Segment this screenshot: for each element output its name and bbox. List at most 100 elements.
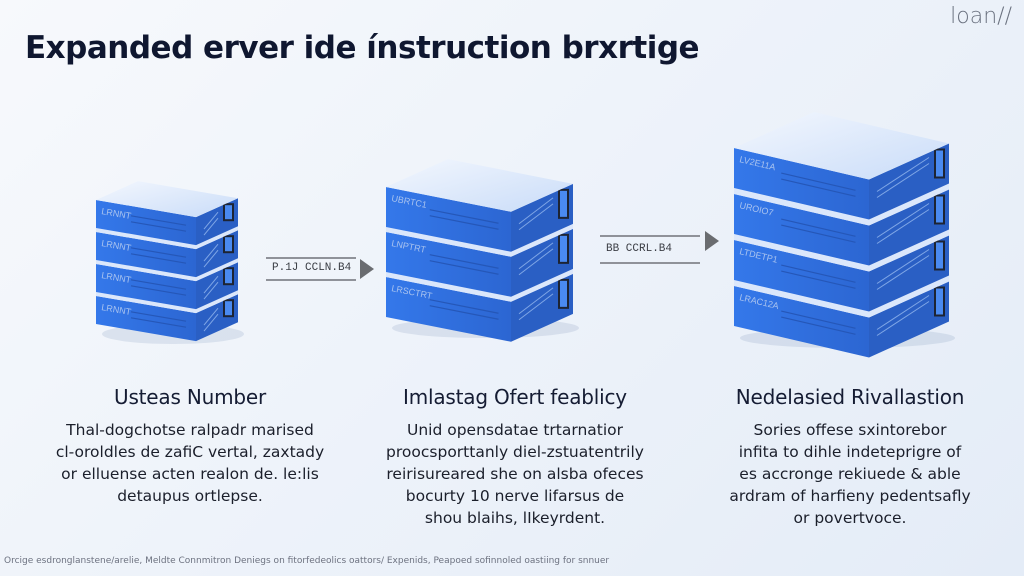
vent-line bbox=[518, 293, 554, 321]
unit-front-face bbox=[96, 232, 196, 278]
front-line bbox=[429, 209, 499, 224]
front-line bbox=[781, 218, 856, 237]
front-line bbox=[130, 317, 187, 328]
front-line bbox=[429, 260, 499, 275]
server-unit: UROIO7 bbox=[734, 183, 949, 266]
body-line: or elluense acten realon de. le:lis bbox=[61, 465, 319, 483]
vent-line bbox=[203, 281, 219, 300]
front-line bbox=[130, 221, 187, 232]
section-heading: Nedelasied Rivallastion bbox=[735, 385, 965, 409]
drive-bay-icon bbox=[934, 148, 945, 179]
connector-1: P.1J CCLN.B4 bbox=[266, 257, 376, 287]
connector-line-bottom bbox=[600, 262, 700, 264]
vent-line bbox=[203, 243, 219, 262]
unit-side-face bbox=[869, 143, 949, 220]
connector-label: BB CCRL.B4 bbox=[606, 243, 673, 255]
drive-bay-icon bbox=[223, 203, 234, 222]
unit-seam bbox=[96, 290, 238, 314]
drive-bay-icon bbox=[558, 278, 569, 309]
body-line: detaupus ortlepse. bbox=[117, 487, 263, 505]
front-line bbox=[429, 299, 499, 314]
drive-bay-icon bbox=[934, 286, 945, 317]
section-middle: Imlastag Ofert feablicy Unid opensdatae … bbox=[335, 385, 695, 529]
server-unit: LV2E11A bbox=[734, 112, 949, 220]
section-body: Sories offese sxintorebor infita to dihl… bbox=[680, 419, 1020, 529]
vent-line bbox=[203, 307, 219, 326]
unit-side-face bbox=[511, 273, 573, 342]
arrow-right-icon bbox=[705, 231, 719, 251]
vent-line bbox=[876, 255, 930, 290]
vent-line bbox=[876, 295, 930, 330]
section-heading: Usteas Number bbox=[114, 385, 266, 409]
vent-line bbox=[876, 249, 930, 284]
body-line: es accronge rekiuede & able bbox=[739, 465, 961, 483]
front-line bbox=[781, 224, 856, 243]
vent-line bbox=[203, 275, 219, 294]
vent-line bbox=[876, 209, 930, 244]
vent-line bbox=[518, 248, 554, 276]
front-line bbox=[781, 316, 856, 335]
drive-bay-icon bbox=[934, 194, 945, 225]
unit-seam bbox=[734, 183, 949, 226]
arrow-right-icon bbox=[360, 259, 374, 279]
vent-line bbox=[203, 249, 219, 268]
body-line: infita to dihle indeteprigre of bbox=[738, 443, 962, 461]
connector-line-top bbox=[266, 257, 356, 259]
server-unit: LTDETP1 bbox=[734, 229, 949, 312]
unit-side-face bbox=[511, 183, 573, 252]
front-line bbox=[429, 305, 499, 320]
server-unit: UBRTC1 bbox=[386, 159, 573, 252]
body-line: or povertvoce. bbox=[793, 509, 907, 527]
front-line bbox=[130, 279, 187, 290]
body-line: ardram of harfieny pedentsafly bbox=[729, 487, 971, 505]
unit-top-face bbox=[734, 112, 949, 180]
body-line: Sories offese sxintorebor bbox=[753, 421, 947, 439]
unit-side-face bbox=[511, 228, 573, 297]
footer-caption: Orcige esdronglanstene/arelie, Meldte Co… bbox=[4, 556, 610, 566]
unit-front-face bbox=[96, 296, 196, 342]
vent-line bbox=[518, 197, 554, 225]
connector-2: BB CCRL.B4 bbox=[600, 231, 730, 265]
front-line bbox=[781, 310, 856, 329]
unit-top-face bbox=[96, 181, 238, 218]
drive-bay-icon bbox=[223, 235, 234, 254]
drive-bay-icon bbox=[223, 299, 234, 318]
drive-bay-icon bbox=[223, 267, 234, 286]
vent-line bbox=[203, 313, 219, 332]
vent-line bbox=[876, 157, 930, 192]
front-line bbox=[781, 264, 856, 283]
unit-seam bbox=[386, 268, 573, 302]
drive-bay-icon bbox=[558, 188, 569, 219]
body-line: cl-oroldles de zafiC vertal, zaxtady bbox=[55, 443, 325, 461]
connector-label: P.1J CCLN.B4 bbox=[272, 262, 352, 274]
front-line bbox=[130, 215, 187, 226]
vent-line bbox=[876, 301, 930, 336]
server-unit: LRNNT bbox=[96, 181, 238, 246]
unit-side-face bbox=[869, 281, 949, 358]
unit-top-face bbox=[386, 159, 573, 212]
section-right: Nedelasied Rivallastion Sories offese sx… bbox=[680, 385, 1020, 529]
body-line: reirisureared she on alsba ofeces bbox=[386, 465, 644, 483]
connector-line-bottom bbox=[266, 279, 356, 281]
brand-logo: loan// bbox=[950, 4, 1012, 29]
front-line bbox=[781, 178, 856, 197]
front-line bbox=[130, 311, 187, 322]
front-line bbox=[429, 215, 499, 230]
server-unit: LRSCTRT bbox=[386, 268, 573, 342]
section-heading: Imlastag Ofert feablicy bbox=[403, 385, 627, 409]
front-line bbox=[130, 253, 187, 264]
unit-side-face bbox=[869, 189, 949, 266]
section-body: Thal-dogchotse ralpadr marised cl-oroldl… bbox=[20, 419, 360, 507]
body-line: proocsporttanly diel-zstuatentrily bbox=[386, 443, 644, 461]
section-left: Usteas Number Thal-dogchotse ralpadr mar… bbox=[20, 385, 360, 507]
drive-bay-icon bbox=[934, 240, 945, 271]
vent-line bbox=[203, 217, 219, 236]
vent-line bbox=[876, 203, 930, 238]
vent-line bbox=[518, 287, 554, 315]
server-unit: LRNNT bbox=[96, 226, 238, 278]
vent-line bbox=[876, 163, 930, 198]
unit-seam bbox=[734, 275, 949, 318]
unit-seam bbox=[96, 226, 238, 250]
section-body: Unid opensdatae trtarnatior proocsportta… bbox=[335, 419, 695, 529]
